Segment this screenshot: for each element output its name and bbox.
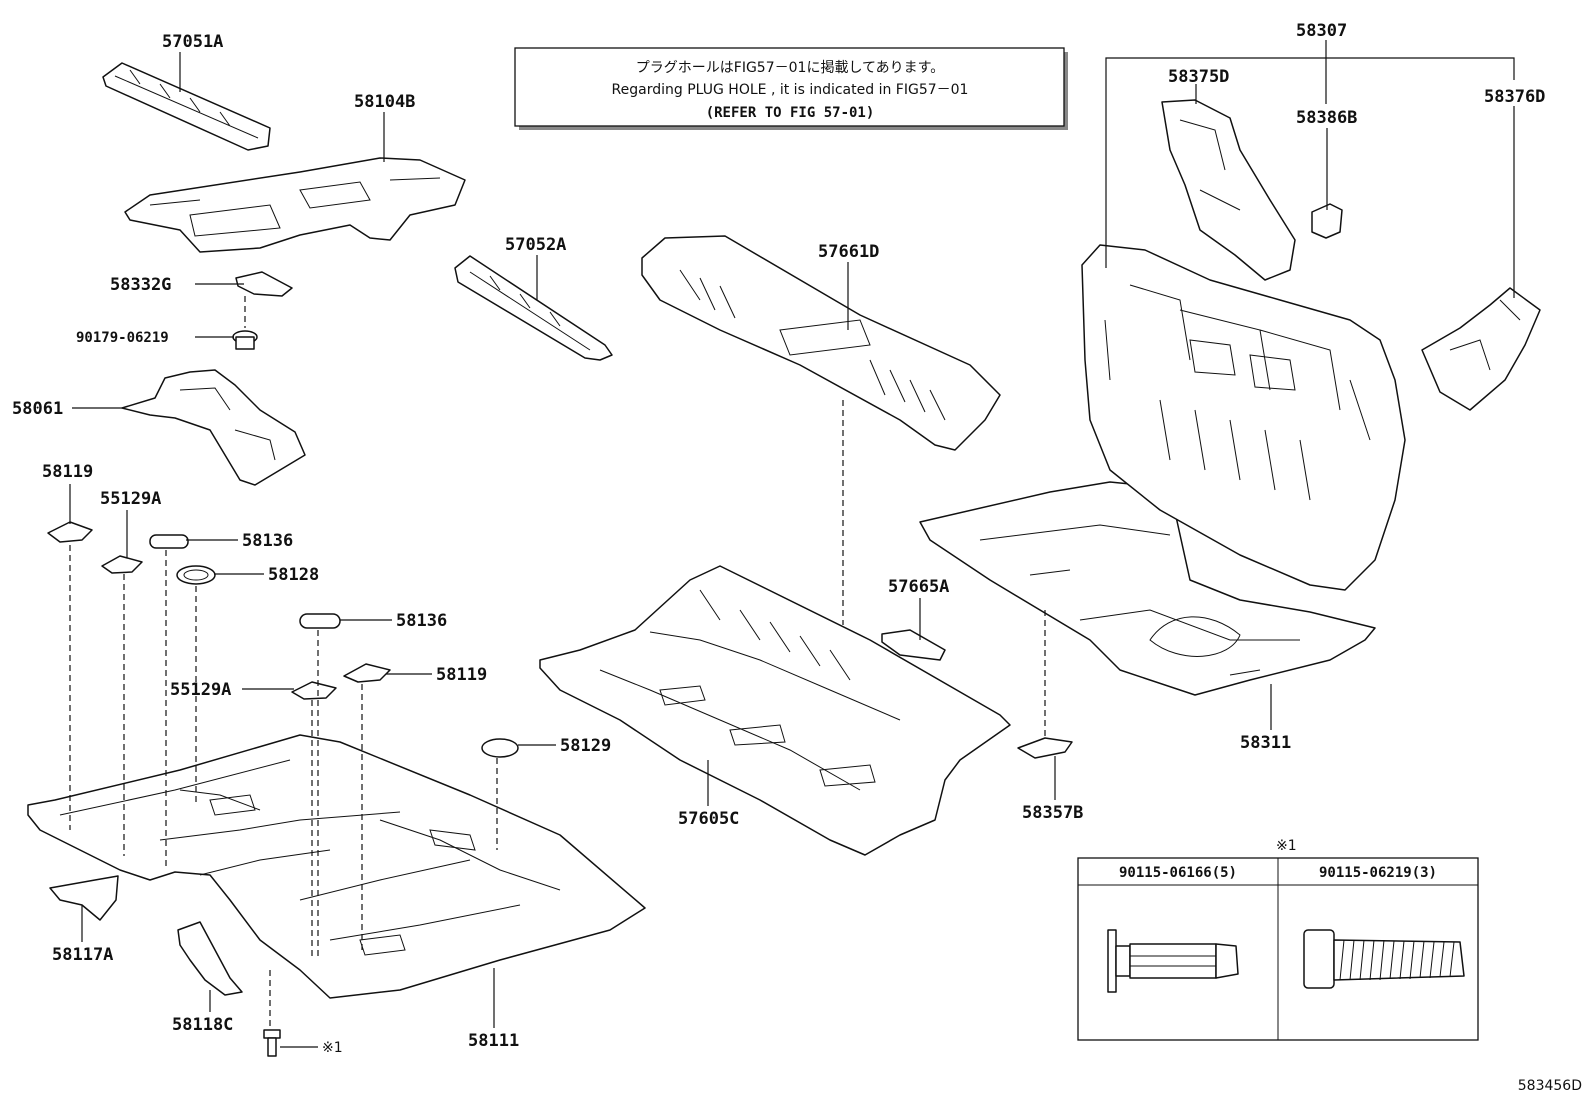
label-57052A: 57052A bbox=[505, 235, 566, 255]
reference-note: プラグホールはFIG57－01に掲載してあります。 Regarding PLUG… bbox=[514, 47, 1068, 130]
part-55129A-upper bbox=[101, 555, 143, 574]
part-57052A bbox=[454, 255, 613, 361]
label-58332G: 58332G bbox=[110, 275, 171, 295]
part-58375D bbox=[1161, 99, 1296, 281]
part-58332G bbox=[235, 271, 293, 297]
label-58119-lower: 58119 bbox=[436, 665, 487, 685]
part-58119-upper bbox=[47, 521, 93, 543]
part-58118C bbox=[177, 921, 243, 996]
part-labels: 57051A 58104B 58332G 90179-06219 58061 5… bbox=[12, 21, 1545, 1056]
part-57665A bbox=[881, 629, 946, 661]
part-55129A-lower bbox=[291, 681, 337, 700]
label-57661D: 57661D bbox=[818, 242, 879, 262]
label-55129A-lower: 55129A bbox=[170, 680, 231, 700]
part-58136-lower bbox=[299, 613, 341, 629]
part-58119-lower bbox=[343, 663, 391, 683]
assembly-dashed-lines bbox=[69, 296, 1046, 1028]
table-col-90115-06166: 90115-06166(5) bbox=[1119, 865, 1237, 881]
note-box bbox=[514, 47, 1065, 127]
part-58061 bbox=[121, 369, 306, 486]
label-58376D: 58376D bbox=[1484, 87, 1545, 107]
part-58129 bbox=[481, 738, 519, 758]
label-58061: 58061 bbox=[12, 399, 63, 419]
label-58129: 58129 bbox=[560, 736, 611, 756]
label-58128: 58128 bbox=[268, 565, 319, 585]
leader-lines bbox=[69, 40, 1515, 1048]
note-line-refer: (REFER TO FIG 57-01) bbox=[706, 105, 875, 121]
diagram-code: 583456D bbox=[1518, 1078, 1582, 1094]
part-floor-bolt bbox=[263, 1029, 281, 1057]
label-58111: 58111 bbox=[468, 1031, 519, 1051]
part-58117A bbox=[49, 875, 119, 921]
label-90179-06219: 90179-06219 bbox=[76, 330, 169, 346]
label-58117A: 58117A bbox=[52, 945, 113, 965]
table-col-90115-06219: 90115-06219(3) bbox=[1319, 865, 1437, 881]
threaded-screw-illustration bbox=[1303, 929, 1465, 989]
label-58136-upper: 58136 bbox=[242, 531, 293, 551]
part-58376D bbox=[1421, 287, 1541, 411]
part-57661D bbox=[641, 235, 1001, 451]
label-58119-upper: 58119 bbox=[42, 462, 93, 482]
fastener-table: ※1 90115-06166(5) 90115-06219(3) bbox=[1077, 838, 1479, 1041]
label-58311: 58311 bbox=[1240, 733, 1291, 753]
label-58118C: 58118C bbox=[172, 1015, 233, 1035]
label-58357B: 58357B bbox=[1022, 803, 1083, 823]
label-58375D: 58375D bbox=[1168, 67, 1229, 87]
label-58307: 58307 bbox=[1296, 21, 1347, 41]
label-57051A: 57051A bbox=[162, 32, 223, 52]
part-57051A bbox=[102, 62, 271, 151]
label-57605C: 57605C bbox=[678, 809, 739, 829]
label-58386B: 58386B bbox=[1296, 108, 1357, 128]
label-57665A: 57665A bbox=[888, 577, 949, 597]
note-line-japanese: プラグホールはFIG57－01に掲載してあります。 bbox=[636, 60, 944, 76]
part-58386B bbox=[1311, 203, 1343, 239]
note-line-english: Regarding PLUG HOLE , it is indicated in… bbox=[612, 82, 969, 98]
part-58104B bbox=[124, 157, 466, 253]
part-58136-upper bbox=[149, 534, 189, 549]
label-bolt-ref: ※1 bbox=[322, 1040, 343, 1056]
label-55129A-upper: 55129A bbox=[100, 489, 161, 509]
part-90179-06219 bbox=[232, 330, 258, 350]
flange-bolt-illustration bbox=[1107, 929, 1239, 993]
part-58307 bbox=[1081, 244, 1406, 591]
part-58128 bbox=[176, 565, 216, 585]
part-57605C bbox=[539, 565, 1011, 856]
part-58111 bbox=[27, 734, 646, 999]
part-58357B bbox=[1017, 737, 1073, 759]
label-58136-lower: 58136 bbox=[396, 611, 447, 631]
table-marker: ※1 bbox=[1276, 838, 1297, 854]
label-58104B: 58104B bbox=[354, 92, 415, 112]
